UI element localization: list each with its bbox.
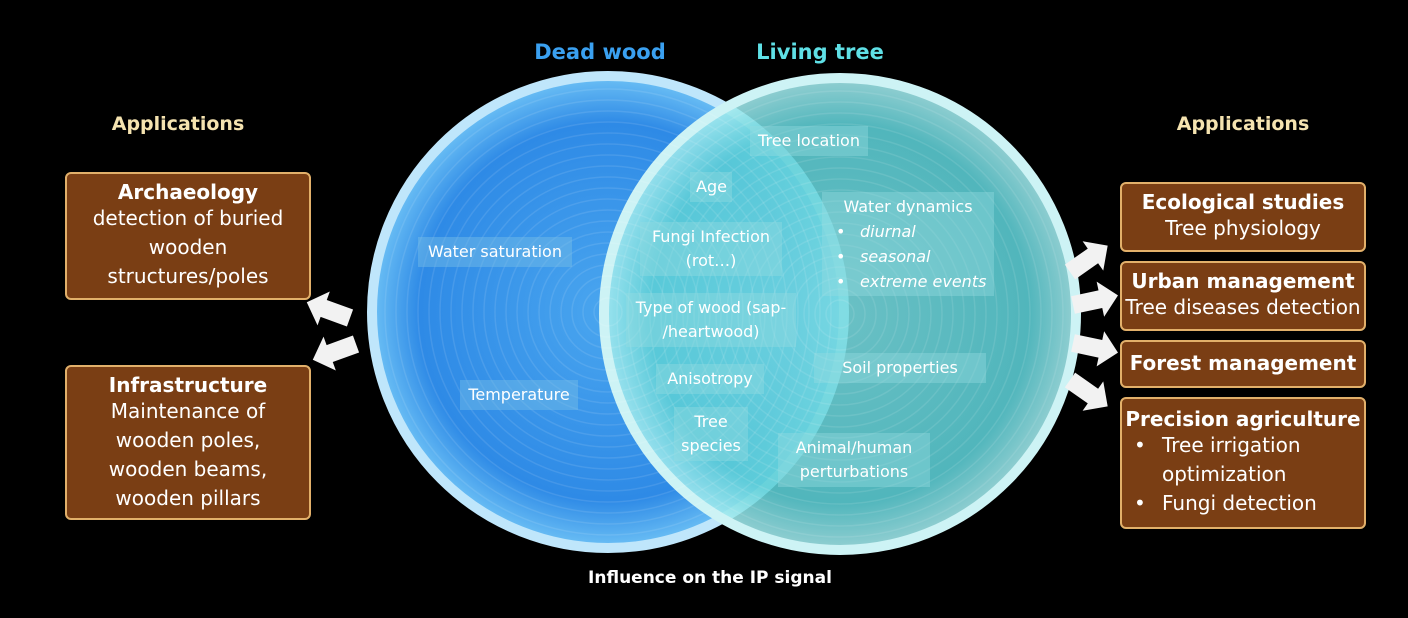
precision-agriculture-bullet: Tree irrigation optimization <box>1132 431 1364 489</box>
archaeology-box: Archaeology detection of buried wooden s… <box>65 172 311 300</box>
ecological-studies-title: Ecological studies <box>1141 190 1345 214</box>
infrastructure-box: Infrastructure Maintenance of wooden pol… <box>65 365 311 520</box>
arrow-to-urban <box>1071 281 1118 317</box>
precision-agriculture-box: Precision agriculture Tree irrigation op… <box>1120 397 1366 529</box>
soil-properties-label: Soil properties <box>814 353 986 383</box>
arrow-to-archaeology <box>306 291 354 327</box>
arrow-to-ecological <box>1064 241 1108 280</box>
infrastructure-title: Infrastructure <box>108 373 268 397</box>
urban-management-line: Tree diseases detection <box>1125 295 1361 319</box>
precision-agriculture-title: Precision agriculture <box>1125 407 1361 431</box>
arrow-to-forest <box>1071 331 1118 367</box>
water-dynamics-item: extreme events <box>836 269 988 294</box>
ip-signal-caption: Influence on the IP signal <box>588 568 832 588</box>
water-saturation-label: Water saturation <box>418 237 572 267</box>
living-tree-circle <box>599 73 1081 555</box>
temperature-label: Temperature <box>460 380 578 410</box>
archaeology-title: Archaeology <box>117 180 259 204</box>
tree-location-label: Tree location <box>750 126 868 156</box>
animal-human-perturbations-label: Animal/human perturbations <box>778 433 930 487</box>
tree-species-label: Tree species <box>674 407 748 461</box>
arrow-to-infrastructure <box>312 335 360 371</box>
forest-management-box: Forest management <box>1120 340 1366 388</box>
age-label: Age <box>690 172 732 202</box>
precision-agriculture-list: Tree irrigation optimization Fungi detec… <box>1122 431 1364 518</box>
water-dynamics-item: seasonal <box>836 244 988 269</box>
ecological-studies-line: Tree physiology <box>1165 216 1321 240</box>
type-of-wood-label: Type of wood (sap- /heartwood) <box>626 293 796 347</box>
infrastructure-line: wooden poles, <box>115 428 261 452</box>
infrastructure-line: wooden pillars <box>115 486 261 510</box>
arrow-to-precision <box>1064 372 1108 411</box>
archaeology-line: structures/poles <box>107 264 269 288</box>
ecological-studies-box: Ecological studies Tree physiology <box>1120 182 1366 252</box>
water-dynamics-box: Water dynamics diurnal seasonal extreme … <box>822 192 994 296</box>
infrastructure-line: wooden beams, <box>108 457 268 481</box>
forest-management-title: Forest management <box>1129 351 1357 375</box>
water-dynamics-label: Water dynamics <box>843 197 973 216</box>
precision-agriculture-bullet: Fungi detection <box>1132 489 1364 518</box>
right-applications-heading: Applications <box>1176 113 1310 135</box>
water-dynamics-item: diurnal <box>836 219 988 244</box>
fungi-infection-label: Fungi Infection (rot…) <box>640 222 782 276</box>
dead-wood-title: Dead wood <box>534 40 666 64</box>
archaeology-line: wooden <box>148 235 228 259</box>
urban-management-box: Urban management Tree diseases detection <box>1120 261 1366 331</box>
archaeology-line: detection of buried <box>92 206 284 230</box>
water-dynamics-list: diurnal seasonal extreme events <box>828 219 988 294</box>
urban-management-title: Urban management <box>1131 269 1355 293</box>
left-applications-heading: Applications <box>111 113 245 135</box>
living-tree-title: Living tree <box>756 40 884 64</box>
anisotropy-label: Anisotropy <box>656 364 764 394</box>
infrastructure-line: Maintenance of <box>110 399 266 423</box>
